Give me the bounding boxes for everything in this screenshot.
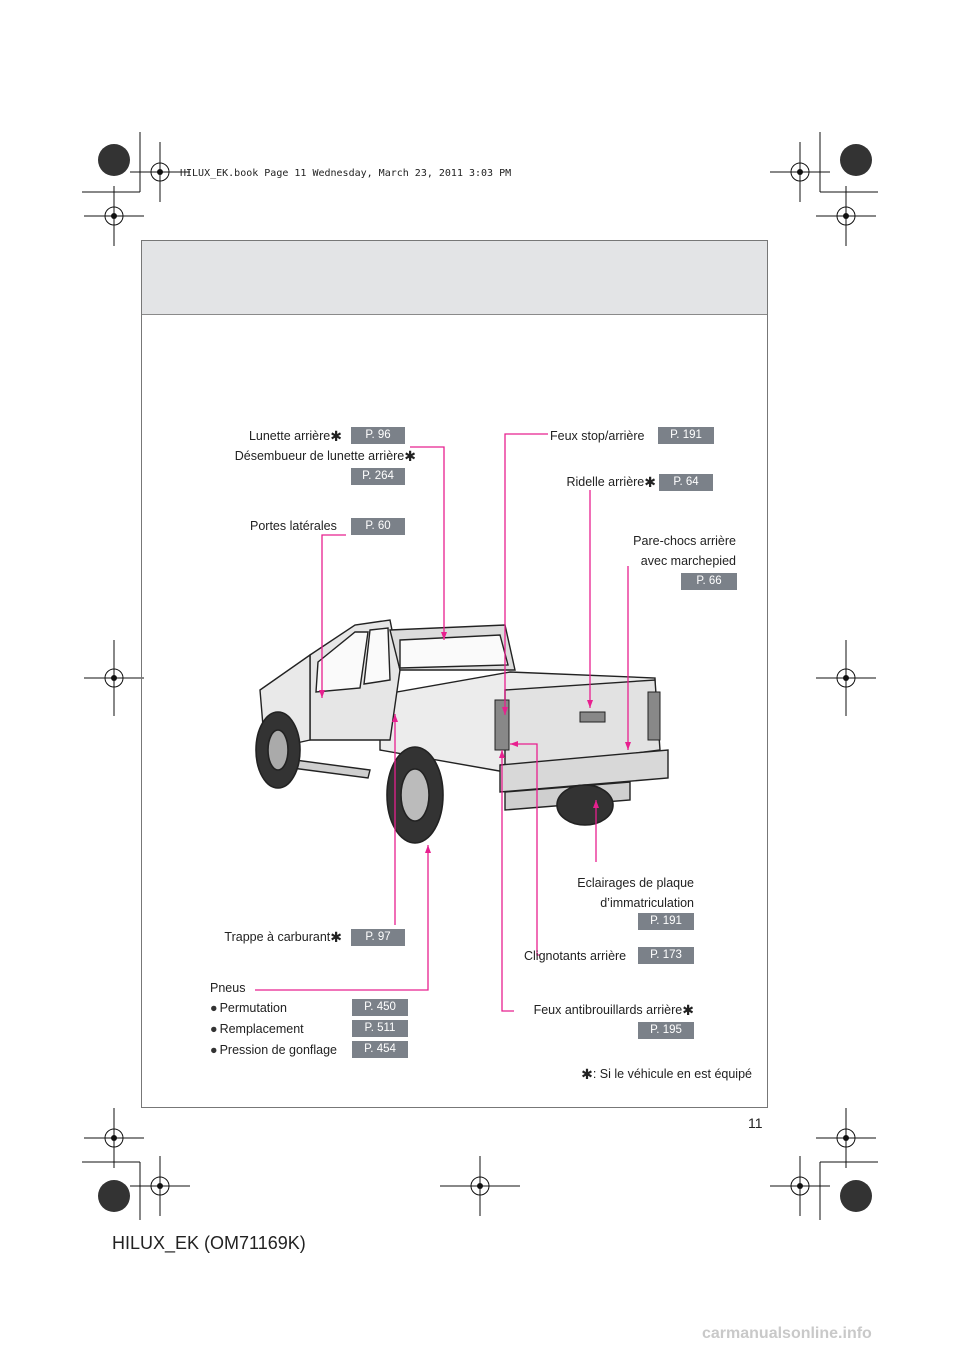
page-ref-permutation[interactable]: P. 450 [352,999,408,1016]
page-ref-feux-antibrouillards[interactable]: P. 195 [638,1022,694,1039]
page-frame [141,240,768,1108]
page-ref-desembueur[interactable]: P. 264 [351,468,405,485]
label-pare-chocs-2: avec marchepied [640,554,736,568]
header-band [142,241,767,315]
label-trappe: Trappe à carburant✱ [224,929,342,945]
page-ref-clignotants[interactable]: P. 173 [638,947,694,964]
page-ref-pare-chocs[interactable]: P. 66 [681,573,737,590]
truck-illustration [255,619,669,844]
label-ridelle: Ridelle arrière✱ [566,474,656,490]
label-remplacement: ●Remplacement [210,1022,304,1036]
label-portes: Portes latérales [250,519,337,533]
page-ref-portes[interactable]: P. 60 [351,518,405,535]
footer-code: HILUX_EK (OM71169K) [112,1233,306,1253]
label-eclairages-2: d’immatriculation [600,896,694,910]
page-ref-eclairages[interactable]: P. 191 [638,913,694,930]
watermark: carmanualsonline.info [702,1325,872,1342]
label-clignotants: Clignotants arrière [524,949,627,963]
page-ref-lunette[interactable]: P. 96 [351,427,405,444]
label-feux-stop: Feux stop/arrière [550,429,645,443]
label-lunette: Lunette arrière✱ [248,428,342,444]
label-eclairages-1: Eclairages de plaque [577,876,694,890]
label-desembueur: Désembueur de lunette arrière✱ [234,448,416,464]
page-ref-ridelle[interactable]: P. 64 [659,474,713,491]
page-ref-trappe[interactable]: P. 97 [351,929,405,946]
page-ref-pression[interactable]: P. 454 [352,1041,408,1058]
book-header: HILUX_EK.book Page 11 Wednesday, March 2… [180,168,512,179]
page-ref-remplacement[interactable]: P. 511 [352,1020,408,1037]
label-pneus: Pneus [210,981,246,995]
label-feux-antibrouillards: Feux antibrouillards arrière✱ [533,1002,694,1018]
label-pression: ●Pression de gonflage [210,1043,338,1057]
label-pare-chocs-1: Pare-chocs arrière [633,534,736,548]
page-ref-feux-stop[interactable]: P. 191 [658,427,714,444]
footnote: ✱: Si le véhicule en est équipé [581,1066,752,1082]
page-number: 11 [748,1115,763,1131]
label-permutation: ●Permutation [210,1001,287,1015]
